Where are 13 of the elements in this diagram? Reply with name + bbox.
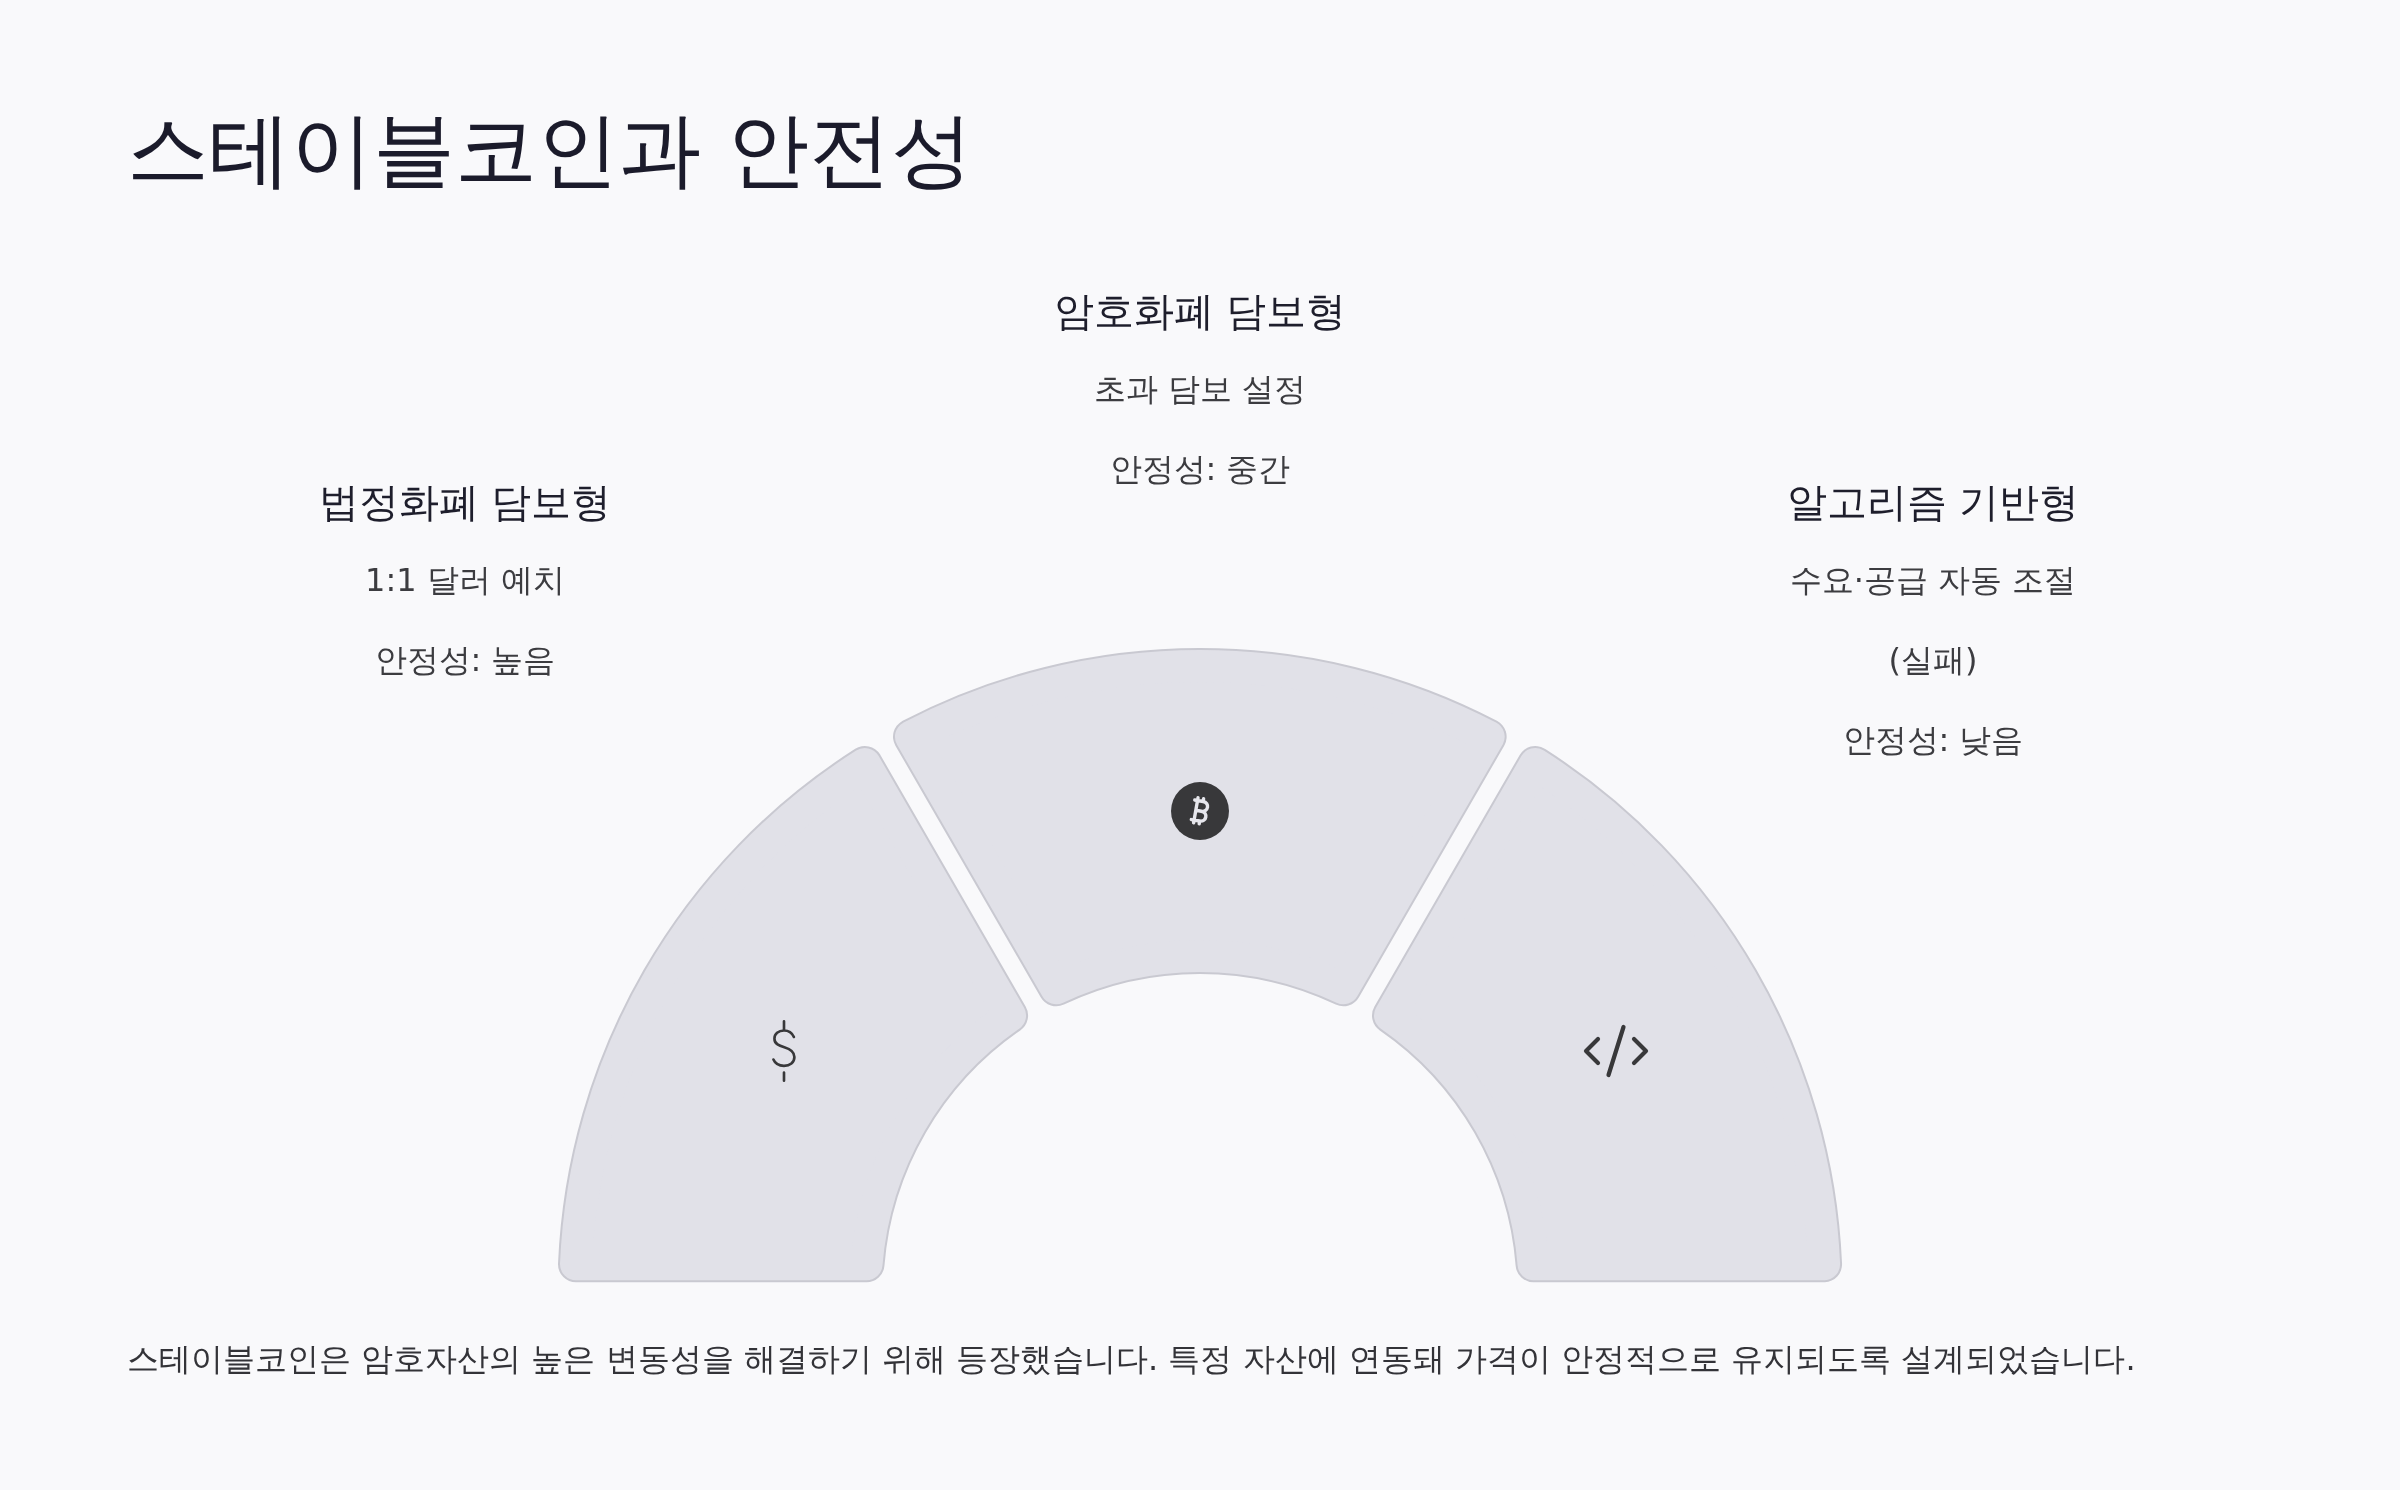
caption-text: 스테이블코인은 암호자산의 높은 변동성을 해결하기 위해 등장했습니다. 특정 자산에 연동돼 가격이 안정적으로 유지되도록 설계되었습니다. [127, 1339, 2137, 1380]
category-heading: 암호화폐 담보형 [1053, 287, 1347, 335]
page-title: 스테이블코인과 안전성 [127, 101, 974, 199]
arc-segment [1373, 746, 1842, 1281]
category-detail: 안정성: 높음 [374, 640, 556, 680]
category-detail: 수요·공급 자동 조절 [1789, 560, 2077, 600]
category-detail: 초과 담보 설정 [1093, 369, 1307, 409]
category-heading: 법정화폐 담보형 [318, 478, 612, 526]
category-detail: 안정성: 중간 [1109, 449, 1291, 489]
category-detail: 1:1 달러 예치 [365, 560, 565, 600]
category-heading: 알고리즘 기반형 [1786, 478, 2080, 526]
category-detail: 안정성: 낮음 [1842, 720, 2024, 760]
category-detail: (실패) [1888, 640, 1978, 680]
